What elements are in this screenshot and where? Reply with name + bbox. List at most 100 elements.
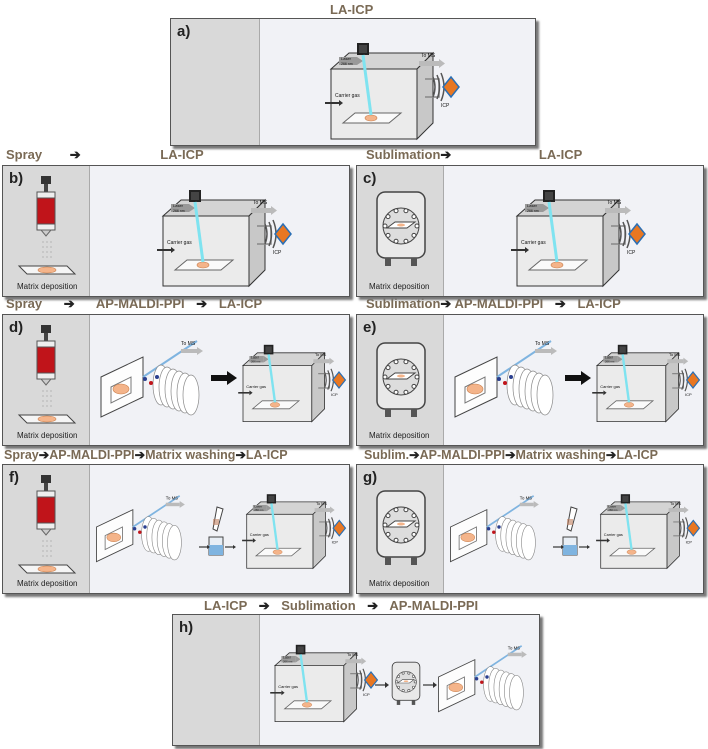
wavelength-label: 266 nm	[608, 508, 618, 512]
title-c: Sublimation➔ LA-ICP	[366, 147, 583, 162]
panel-d-label: d)	[9, 319, 24, 336]
carrier-gas-label: Carrier gas	[278, 684, 298, 689]
title-g-step2: AP-MALDI-PPI	[419, 448, 506, 462]
arrow-icon	[375, 682, 389, 688]
panel-a-left	[171, 19, 260, 145]
title-b-step1: Spray	[6, 147, 43, 162]
arrow-icon	[423, 682, 437, 688]
title-g: Sublim.➔AP-MALDI-PPI➔Matrix washing➔LA-I…	[364, 448, 658, 462]
panel-g-label: g)	[363, 469, 378, 486]
wavelength-label: 266 nm	[254, 508, 264, 512]
sprayer-icon	[17, 325, 77, 424]
to-ms-label: To MS	[669, 352, 681, 357]
ap-maldi-ppi-icon: To MS	[96, 495, 185, 563]
title-h-step1: LA-ICP	[204, 598, 248, 613]
title-f-step2: AP-MALDI-PPI	[49, 448, 135, 462]
icp-label: ICP	[273, 250, 282, 256]
title-g-step3: Matrix washing	[515, 448, 606, 462]
panel-g-caption: Matrix deposition	[369, 579, 430, 588]
la-icp-chamber: Laser 266 nm Carrier gas To MS ICP	[596, 494, 701, 570]
laser-label: Laser	[254, 504, 262, 508]
icp-label: ICP	[686, 541, 693, 545]
laser-label: Laser	[251, 355, 260, 359]
to-ms-label: To MS	[508, 645, 520, 650]
sublimator-icon	[376, 191, 426, 266]
panel-c-label: c)	[363, 170, 377, 187]
wavelength-label: 266 nm	[251, 359, 261, 363]
panel-h: h) Laser 266 nm Carrier gas To MS ICP To…	[172, 614, 540, 746]
la-icp-chamber: Laser 266 nm Carrier gas To MS ICP	[592, 344, 701, 423]
to-ms-label: To MS	[421, 53, 436, 59]
la-icp-chamber: Laser 266 nm Carrier gas To MS ICP	[157, 190, 292, 288]
to-ms-label: To MS	[253, 200, 268, 206]
wavelength-label: 266 nm	[173, 209, 185, 213]
la-icp-chamber: Laser 266 nm Carrier gas To MS ICP	[270, 644, 379, 723]
to-ms-label: To MS	[316, 502, 327, 506]
carrier-gas-label: Carrier gas	[167, 240, 192, 246]
panel-h-label: h)	[179, 619, 194, 636]
title-g-step1: Sublim.	[364, 448, 410, 462]
title-f-step3: Matrix washing	[145, 448, 236, 462]
laser-label: Laser	[527, 203, 538, 208]
laser-label: Laser	[608, 504, 616, 508]
panel-d-caption: Matrix deposition	[17, 431, 78, 440]
to-ms-label: To MS	[535, 341, 550, 347]
panel-e-caption: Matrix deposition	[369, 431, 430, 440]
panel-c-caption: Matrix deposition	[369, 282, 430, 291]
title-e-step1: Sublimation	[366, 296, 441, 311]
icp-label: ICP	[627, 250, 636, 256]
wavelength-label: 266 nm	[605, 359, 615, 363]
panel-e: e) Matrix deposition To MS Laser 266 nm …	[356, 314, 704, 446]
sublimator-icon	[391, 661, 421, 705]
sublimator-icon	[376, 490, 426, 565]
sprayer-icon	[17, 176, 77, 275]
laser-label: Laser	[173, 203, 184, 208]
to-ms-label: To MS	[607, 200, 622, 206]
carrier-gas-label: Carrier gas	[246, 384, 266, 389]
laser-label: Laser	[283, 655, 292, 659]
carrier-gas-label: Carrier gas	[604, 533, 623, 537]
la-icp-chamber: Laser 266 nm Carrier gas To MS ICP	[325, 43, 460, 141]
title-e: Sublimation➔ AP-MALDI-PPI ➔ LA-ICP	[366, 296, 621, 311]
panel-h-left	[173, 615, 260, 745]
to-ms-label: To MS	[315, 352, 327, 357]
title-f-step1: Spray	[4, 448, 39, 462]
carrier-gas-label: Carrier gas	[600, 384, 620, 389]
to-ms-label: To MS	[520, 495, 532, 500]
matrix-washing-icon	[199, 506, 236, 556]
carrier-gas-label: Carrier gas	[250, 533, 269, 537]
title-e-step3: LA-ICP	[577, 296, 621, 311]
icp-label: ICP	[363, 692, 370, 697]
panel-b-caption: Matrix deposition	[17, 282, 78, 291]
to-ms-label: To MS	[166, 495, 178, 500]
panel-e-label: e)	[363, 319, 377, 336]
panel-e-left	[357, 315, 444, 445]
title-h-step2: Sublimation	[281, 598, 356, 613]
panel-b-label: b)	[9, 170, 24, 187]
wavelength-label: 266 nm	[341, 62, 353, 66]
to-ms-label: To MS	[670, 502, 681, 506]
sprayer-icon	[17, 475, 77, 574]
title-d-step1: Spray	[6, 296, 43, 311]
title-c-step1: Sublimation	[366, 147, 441, 162]
panel-g: g) Matrix deposition To MS Laser 266 nm …	[356, 464, 704, 594]
wavelength-label: 266 nm	[527, 209, 539, 213]
matrix-washing-icon	[553, 506, 590, 556]
panel-f-caption: Matrix deposition	[17, 579, 78, 588]
title-b-step2: LA-ICP	[160, 147, 204, 162]
la-icp-chamber: Laser 266 nm Carrier gas To MS ICP	[238, 344, 347, 423]
title-d: Spray ➔ AP-MALDI-PPI ➔ LA-ICP	[6, 296, 263, 311]
wavelength-label: 266 nm	[283, 659, 293, 663]
ap-maldi-ppi-icon: To MS	[438, 645, 527, 713]
ap-maldi-ppi-icon: To MS	[450, 495, 539, 563]
la-icp-chamber: Laser 266 nm Carrier gas To MS ICP	[242, 494, 347, 570]
panel-f: f) Matrix deposition To MS Laser 266 nm …	[2, 464, 350, 594]
panel-b: b) Matrix deposition Laser 266 nm Carrie…	[2, 165, 350, 297]
carrier-gas-label: Carrier gas	[521, 240, 546, 246]
carrier-gas-label: Carrier gas	[335, 93, 360, 99]
la-icp-chamber: Laser 266 nm Carrier gas To MS ICP	[511, 190, 646, 288]
title-g-step4: LA-ICP	[616, 448, 658, 462]
sublimator-icon	[376, 342, 426, 417]
panel-c: c) Matrix deposition Laser 266 nm Carrie…	[356, 165, 704, 297]
to-ms-label: To MS	[181, 341, 196, 347]
